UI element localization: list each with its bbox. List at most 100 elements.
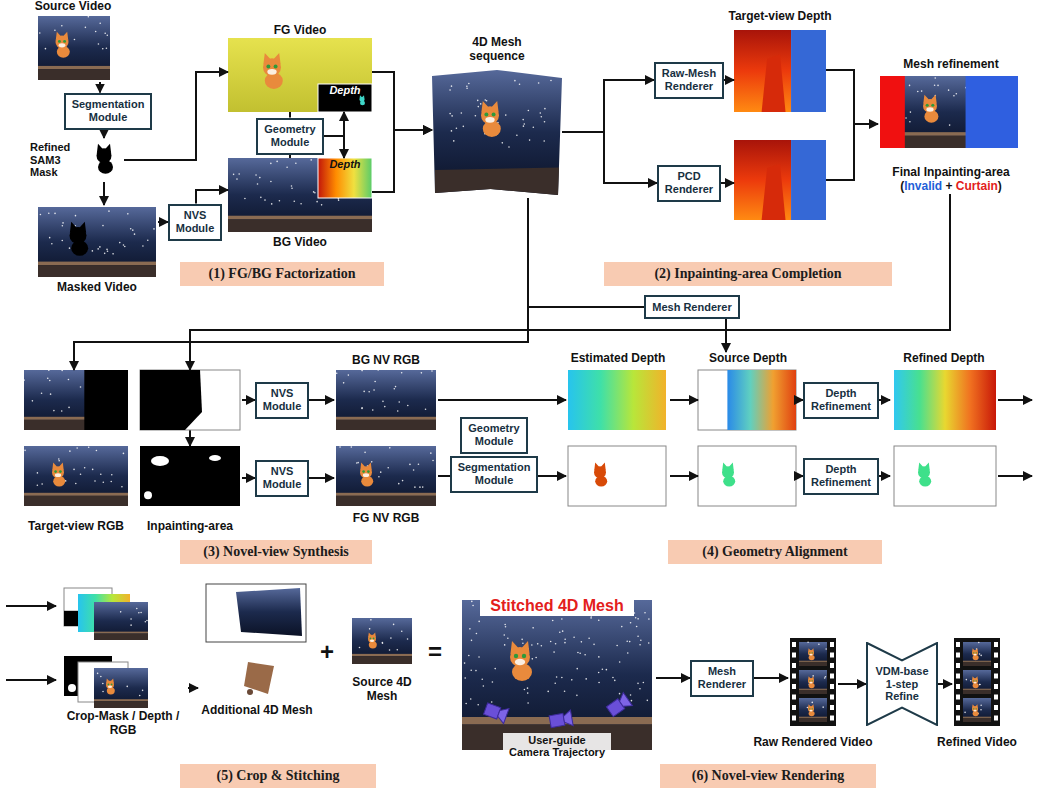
flow-connector bbox=[196, 190, 228, 204]
flow-connector bbox=[324, 112, 344, 136]
film-hole bbox=[792, 653, 796, 658]
star bbox=[590, 617, 592, 619]
star bbox=[264, 199, 266, 201]
star bbox=[637, 635, 639, 637]
star bbox=[393, 624, 395, 626]
balcony bbox=[94, 634, 148, 640]
star bbox=[395, 386, 397, 388]
star bbox=[505, 626, 507, 628]
camera-icon bbox=[605, 693, 632, 719]
star bbox=[522, 642, 524, 644]
picture bbox=[894, 446, 996, 506]
cat-figure bbox=[722, 463, 735, 487]
space-background bbox=[799, 642, 827, 666]
star bbox=[371, 461, 373, 463]
star bbox=[112, 253, 114, 255]
cat-muzzle bbox=[973, 654, 976, 656]
star bbox=[612, 677, 614, 679]
star bbox=[637, 618, 639, 620]
star bbox=[466, 85, 468, 87]
star bbox=[100, 676, 102, 678]
cat-eye bbox=[973, 680, 974, 681]
cat-figure bbox=[56, 32, 70, 58]
star bbox=[483, 685, 485, 687]
cat-figure bbox=[360, 463, 373, 487]
cat-eye bbox=[111, 684, 113, 686]
star bbox=[494, 668, 496, 670]
star bbox=[598, 672, 600, 674]
star bbox=[471, 601, 473, 603]
node-text: Source 4D Mesh bbox=[344, 676, 420, 704]
film-hole bbox=[830, 663, 834, 668]
stage-band: (4) Geometry Alignment bbox=[668, 540, 882, 564]
merge-line bbox=[826, 124, 854, 180]
star bbox=[630, 622, 632, 624]
star bbox=[634, 612, 636, 614]
cat-eye bbox=[812, 680, 813, 681]
star bbox=[822, 706, 824, 708]
star bbox=[606, 669, 608, 671]
star bbox=[966, 679, 968, 681]
cat-eye bbox=[812, 652, 813, 653]
picture bbox=[38, 207, 156, 277]
mesh-fragment bbox=[247, 689, 253, 695]
film-hole bbox=[830, 705, 834, 710]
text-group: Crop-Mask / Depth / RGB bbox=[58, 710, 188, 738]
star bbox=[45, 48, 47, 50]
star bbox=[451, 130, 453, 132]
star bbox=[964, 712, 966, 714]
cat-eye bbox=[108, 684, 110, 686]
star bbox=[32, 400, 34, 402]
cat-eye bbox=[367, 470, 370, 473]
stage-band: (2) Inpainting-area Completion bbox=[604, 262, 892, 286]
star bbox=[550, 80, 552, 82]
star bbox=[648, 618, 650, 620]
star bbox=[48, 212, 50, 214]
film-hole bbox=[956, 684, 960, 689]
star bbox=[80, 386, 82, 388]
text-group: FG Video bbox=[274, 24, 326, 38]
continue-arrow bbox=[6, 605, 56, 607]
text-group: 4D Mesh sequence bbox=[455, 36, 539, 64]
flow-connector bbox=[562, 132, 657, 183]
star bbox=[531, 658, 533, 660]
node-text: Raw Rendered Video bbox=[753, 736, 872, 750]
cat-figure bbox=[808, 676, 815, 688]
star bbox=[909, 121, 911, 123]
space-background bbox=[24, 370, 128, 430]
cat-muzzle bbox=[809, 710, 812, 712]
mask-frame bbox=[140, 446, 240, 506]
star bbox=[106, 249, 108, 251]
star bbox=[514, 80, 516, 82]
cat-muzzle bbox=[809, 654, 812, 656]
cat-eye bbox=[492, 112, 496, 116]
flow-connector bbox=[879, 399, 890, 401]
film-hole bbox=[994, 663, 998, 668]
image-panel: Stitched 4D MeshUser-guide Camera Trajec… bbox=[458, 596, 656, 760]
image-panel: FG VideoDepth bbox=[228, 24, 372, 112]
star bbox=[361, 370, 363, 372]
star bbox=[639, 688, 641, 690]
space-background bbox=[94, 668, 148, 708]
star bbox=[321, 204, 323, 206]
star bbox=[37, 484, 39, 486]
star bbox=[825, 648, 827, 650]
star bbox=[88, 446, 90, 448]
film-hole bbox=[956, 674, 960, 679]
film-hole bbox=[994, 653, 998, 658]
flow-connector bbox=[309, 399, 334, 401]
star bbox=[397, 410, 399, 412]
star bbox=[541, 645, 543, 647]
space-background bbox=[336, 446, 436, 506]
star bbox=[529, 139, 531, 141]
star bbox=[531, 644, 533, 646]
star bbox=[485, 99, 487, 101]
railing bbox=[94, 699, 148, 701]
star bbox=[418, 463, 420, 465]
star bbox=[553, 651, 555, 653]
star bbox=[314, 192, 316, 194]
star bbox=[492, 681, 494, 683]
stage-band: (3) Novel-view Synthesis bbox=[180, 540, 372, 564]
node-text: (4) Geometry Alignment bbox=[702, 544, 847, 560]
